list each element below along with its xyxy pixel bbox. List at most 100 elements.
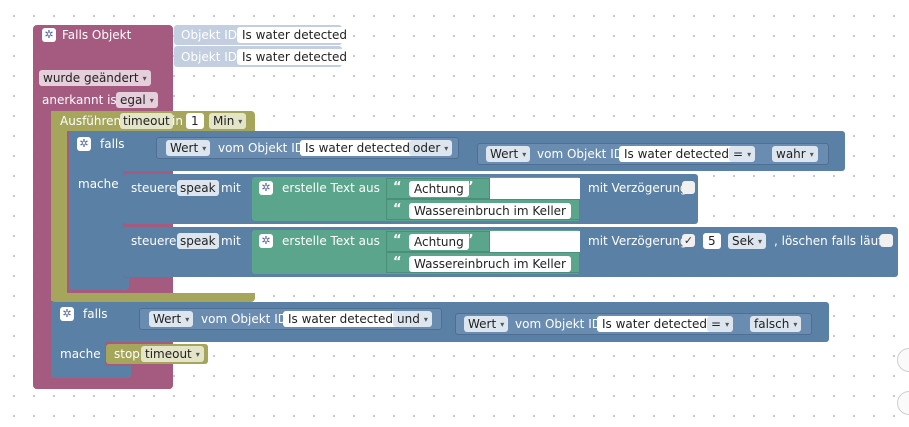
- dropdown-arrow-icon: ▾: [757, 237, 762, 246]
- if-1-left-from: vom Objekt ID: [218, 141, 304, 155]
- dropdown-arrow-icon: ▾: [500, 320, 505, 329]
- if-1-right-value-dropdown[interactable]: Wert▾: [486, 146, 531, 162]
- speak-2-delay-amount-field[interactable]: 5: [703, 233, 721, 249]
- if-2-left-value-dropdown[interactable]: Wert▾: [149, 311, 194, 327]
- speak-1-text-1-field[interactable]: Achtung: [409, 181, 469, 197]
- if-1-right-object-field[interactable]: Is water detected: [619, 146, 734, 162]
- dropdown-arrow-icon: ▾: [185, 315, 190, 324]
- speak-2-text-1-field[interactable]: Achtung: [409, 234, 469, 250]
- gear-icon[interactable]: ✲: [60, 307, 74, 321]
- trigger-ack-label: anerkannt ist: [42, 93, 122, 107]
- speak-1-text-slot: [490, 178, 580, 199]
- timeout-unit-dropdown[interactable]: Min▾: [209, 113, 247, 129]
- trigger-changed-value: wurde geändert: [43, 71, 139, 85]
- do-2-label: mache: [60, 347, 101, 361]
- stop-label: stop: [114, 347, 140, 361]
- gear-icon[interactable]: ✲: [42, 28, 56, 42]
- dropdown-arrow-icon: ▾: [238, 117, 243, 126]
- if-2-compare-dropdown[interactable]: =▾: [707, 316, 734, 332]
- if-1-compare-dropdown[interactable]: =▾: [729, 146, 756, 162]
- if-2-right-value-dropdown[interactable]: Wert▾: [464, 316, 509, 332]
- if-1-operator-dropdown[interactable]: oder▾: [409, 140, 453, 156]
- if-2-operator: und: [397, 312, 420, 326]
- if-2-left-from: vom Objekt ID: [201, 312, 287, 326]
- speak-2-text-label: erstelle Text aus: [282, 234, 380, 248]
- timeout-amount-field[interactable]: 1: [186, 113, 204, 129]
- object-id-label-1: Objekt ID: [181, 28, 238, 42]
- speak-2-target: speak: [180, 234, 216, 248]
- trigger-title: Falls Objekt: [62, 28, 132, 42]
- if-2-compare-to: falsch: [754, 317, 790, 331]
- speak-1-control-label: steuere: [131, 181, 177, 195]
- quote-open-icon: “: [393, 180, 402, 195]
- if-1-compare: =: [733, 147, 744, 161]
- if-1-right-value: Wert: [490, 147, 519, 161]
- trigger-ack-dropdown[interactable]: egal▾: [116, 92, 158, 108]
- gear-icon[interactable]: ✲: [259, 181, 273, 195]
- object-id-field-1[interactable]: Is water detected: [237, 27, 352, 43]
- quote-open-icon: “: [393, 202, 402, 217]
- quote-close-icon: ”: [560, 255, 569, 270]
- timeout-block-arm: [51, 111, 67, 301]
- speak-1-delay-checkbox[interactable]: [682, 181, 695, 194]
- speak-2-clear-label: , löschen falls läuft: [774, 234, 887, 248]
- do-1-label: mache: [78, 177, 119, 191]
- if-2-compare-to-dropdown[interactable]: falsch▾: [750, 316, 802, 332]
- stop-target-dropdown[interactable]: timeout▾: [141, 346, 204, 362]
- trigger-block-bottom: [33, 379, 173, 389]
- if-block-2-bottom: [51, 366, 131, 378]
- quote-close-icon: ”: [465, 180, 474, 195]
- speak-1-target-dropdown[interactable]: speak: [177, 180, 219, 196]
- speak-1-delay-label: mit Verzögerung: [588, 181, 688, 195]
- timeout-label: Ausführen: [60, 114, 122, 128]
- if-1-operator: oder: [413, 141, 441, 155]
- dropdown-arrow-icon: ▾: [522, 150, 527, 159]
- timeout-in-label: in: [172, 114, 183, 128]
- if-2-left-object-field[interactable]: Is water detected: [283, 311, 398, 327]
- if-block-1-bottom: [69, 278, 129, 290]
- speak-1-text-2-field[interactable]: Wassereinbruch im Keller: [409, 203, 571, 219]
- speak-2-with-label: mit: [221, 234, 241, 248]
- quote-open-icon: “: [393, 255, 402, 270]
- dropdown-arrow-icon: ▾: [149, 96, 154, 105]
- trigger-changed-dropdown[interactable]: wurde geändert▾: [39, 70, 151, 86]
- quote-close-icon: ”: [560, 202, 569, 217]
- if-block-1-arm: [69, 131, 123, 290]
- speak-2-target-dropdown[interactable]: speak: [177, 233, 219, 249]
- gear-icon[interactable]: ✲: [259, 234, 273, 248]
- speak-1-target: speak: [180, 181, 216, 195]
- timeout-block-bottom: [51, 293, 255, 302]
- if-1-right-from: vom Objekt ID: [537, 147, 623, 161]
- if-2-compare: =: [711, 317, 722, 331]
- if-1-left-value: Wert: [170, 141, 199, 155]
- if-2-operator-dropdown[interactable]: und▾: [393, 311, 432, 327]
- speak-2-text-2-field[interactable]: Wassereinbruch im Keller: [409, 256, 571, 272]
- speak-2-text-slot: [490, 231, 580, 252]
- speak-2-clear-checkbox[interactable]: [880, 234, 893, 247]
- speak-2-delay-checkbox[interactable]: ✓: [682, 234, 695, 247]
- speak-1-text-label: erstelle Text aus: [282, 181, 380, 195]
- dropdown-arrow-icon: ▾: [747, 150, 752, 159]
- trigger-ack-value: egal: [120, 93, 146, 107]
- speak-2-delay-unit-dropdown[interactable]: Sek▾: [728, 233, 766, 249]
- if-1-compare-to: wahr: [776, 147, 806, 161]
- dropdown-arrow-icon: ▾: [793, 320, 798, 329]
- object-id-field-2[interactable]: Is water detected: [237, 49, 352, 65]
- zoom-in-control[interactable]: [897, 348, 909, 372]
- zoom-out-control[interactable]: [897, 391, 909, 415]
- if-1-left-value-dropdown[interactable]: Wert▾: [166, 140, 211, 156]
- gear-icon[interactable]: ✲: [77, 137, 91, 151]
- quote-open-icon: “: [393, 233, 402, 248]
- timeout-unit: Min: [213, 114, 235, 128]
- dropdown-arrow-icon: ▾: [423, 315, 428, 324]
- timeout-name-dropdown[interactable]: timeout: [120, 113, 173, 129]
- if-1-compare-to-dropdown[interactable]: wahr▾: [772, 146, 818, 162]
- if-1-left-object-field[interactable]: Is water detected: [300, 140, 415, 156]
- speak-1-with-label: mit: [221, 181, 241, 195]
- dropdown-arrow-icon: ▾: [195, 350, 200, 359]
- speak-2-delay-unit: Sek: [732, 234, 754, 248]
- dropdown-arrow-icon: ▾: [202, 144, 207, 153]
- if-2-right-object-field[interactable]: Is water detected: [597, 316, 712, 332]
- if-2-left-value: Wert: [153, 312, 182, 326]
- speak-2-delay-label: mit Verzögerung: [588, 234, 688, 248]
